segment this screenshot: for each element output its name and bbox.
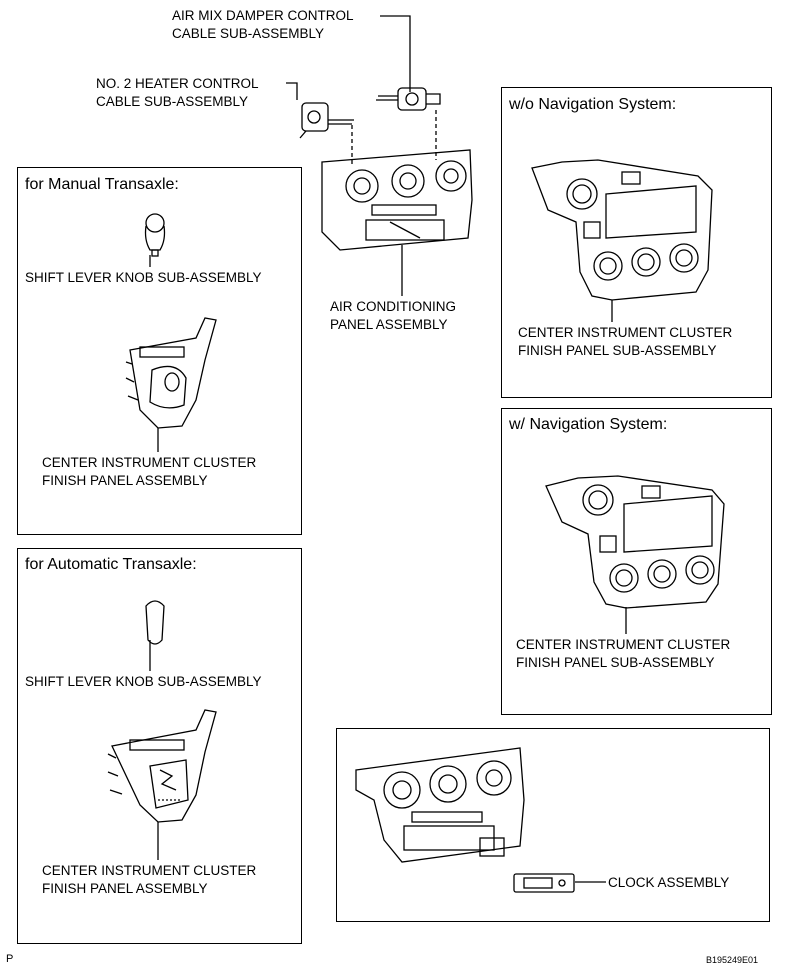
finish-w-nav-label: CENTER INSTRUMENT CLUSTER FINISH PANEL S… — [516, 636, 730, 672]
ac-panel-label: AIR CONDITIONING PANEL ASSEMBLY — [330, 298, 456, 334]
heater-line-1: NO. 2 HEATER CONTROL — [96, 76, 259, 91]
heater-cable-icon — [299, 102, 354, 139]
ac-panel-icon — [321, 149, 473, 251]
air-mix-line-1: AIR MIX DAMPER CONTROL — [172, 8, 354, 23]
finish-w-nav-line-1: CENTER INSTRUMENT CLUSTER — [516, 637, 731, 652]
automatic-cluster-icon — [107, 709, 217, 823]
finish-wo-nav-label: CENTER INSTRUMENT CLUSTER FINISH PANEL S… — [518, 324, 732, 360]
ac-panel-detail-icon — [355, 747, 525, 863]
footer-left: P — [6, 953, 14, 965]
manual-transaxle-header: for Manual Transaxle: — [25, 176, 179, 193]
cluster-manual-line-2: FINISH PANEL ASSEMBLY — [42, 473, 208, 488]
clock-detail-panel — [336, 728, 770, 922]
finish-panel-without-nav-icon — [531, 159, 713, 301]
without-navigation-panel — [501, 87, 772, 398]
with-navigation-panel — [501, 408, 772, 715]
automatic-transaxle-header: for Automatic Transaxle: — [25, 556, 197, 573]
footer-code: B195249E01 — [706, 955, 759, 965]
with-navigation-header: w/ Navigation System: — [509, 416, 668, 433]
manual-shift-knob-icon — [144, 213, 166, 257]
ac-panel-line-1: AIR CONDITIONING — [330, 299, 457, 314]
finish-w-nav-line-2: FINISH PANEL SUB-ASSEMBLY — [516, 655, 715, 670]
finish-panel-with-nav-icon — [545, 475, 725, 609]
without-navigation-header: w/o Navigation System: — [509, 96, 677, 113]
manual-transaxle-panel — [17, 167, 302, 535]
knob-auto-label: SHIFT LEVER KNOB SUB-ASSEMBLY — [25, 674, 262, 689]
finish-wo-nav-line-2: FINISH PANEL SUB-ASSEMBLY — [518, 343, 717, 358]
cluster-auto-label: CENTER INSTRUMENT CLUSTER FINISH PANEL A… — [42, 862, 256, 898]
heater-control-cable-label: NO. 2 HEATER CONTROL CABLE SUB-ASSEMBLY — [96, 75, 259, 111]
air-mix-damper-cable-label: AIR MIX DAMPER CONTROL CABLE SUB-ASSEMBL… — [172, 7, 354, 43]
cluster-auto-line-2: FINISH PANEL ASSEMBLY — [42, 881, 208, 896]
cluster-manual-line-1: CENTER INSTRUMENT CLUSTER — [42, 455, 257, 470]
clock-label: CLOCK ASSEMBLY — [608, 875, 730, 890]
air-mix-cable-icon — [376, 87, 441, 111]
knob-manual-label: SHIFT LEVER KNOB SUB-ASSEMBLY — [25, 270, 262, 285]
ac-panel-line-2: PANEL ASSEMBLY — [330, 317, 448, 332]
cluster-manual-label: CENTER INSTRUMENT CLUSTER FINISH PANEL A… — [42, 454, 256, 490]
automatic-shift-knob-icon — [145, 600, 165, 648]
clock-icon — [513, 873, 575, 893]
air-mix-line-2: CABLE SUB-ASSEMBLY — [172, 26, 325, 41]
assembly-guides — [351, 110, 437, 165]
cluster-auto-line-1: CENTER INSTRUMENT CLUSTER — [42, 863, 257, 878]
finish-wo-nav-line-1: CENTER INSTRUMENT CLUSTER — [518, 325, 733, 340]
manual-cluster-icon — [125, 317, 217, 429]
heater-line-2: CABLE SUB-ASSEMBLY — [96, 94, 249, 109]
leader-lines — [149, 15, 627, 883]
automatic-transaxle-panel — [17, 548, 302, 944]
